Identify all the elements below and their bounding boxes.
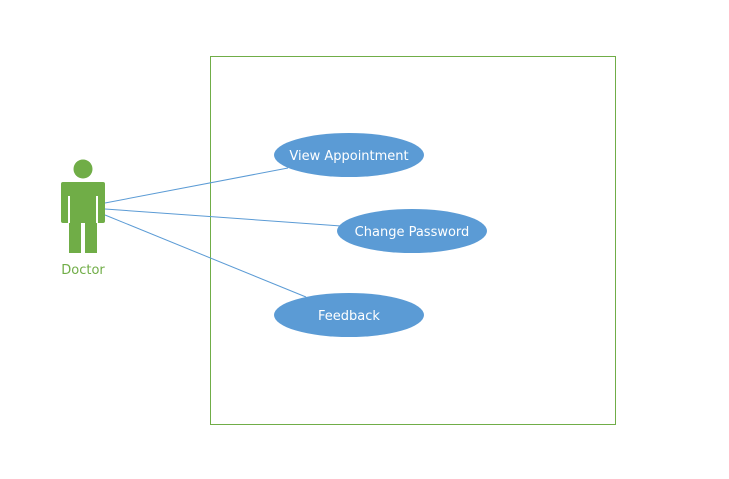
- use-case-feedback: Feedback: [274, 293, 424, 337]
- system-boundary: [210, 56, 616, 425]
- use-case-ellipse: [274, 293, 424, 337]
- use-case-ellipse: [337, 209, 487, 253]
- actor-label: Doctor: [61, 263, 105, 278]
- association-line-feedback: [104, 214, 307, 298]
- use-case-label: View Appointment: [289, 149, 408, 164]
- person-icon: [61, 159, 105, 253]
- association-line-view-appointment: [104, 167, 289, 204]
- use-case-label: Change Password: [355, 225, 470, 240]
- association-line-change-password: [104, 208, 342, 227]
- use-case-change-password: Change Password: [337, 209, 487, 253]
- use-case-view-appointment: View Appointment: [274, 133, 424, 177]
- use-case-label: Feedback: [318, 309, 380, 324]
- use-case-ellipse: [274, 133, 424, 177]
- actor-doctor: Doctor: [61, 159, 105, 278]
